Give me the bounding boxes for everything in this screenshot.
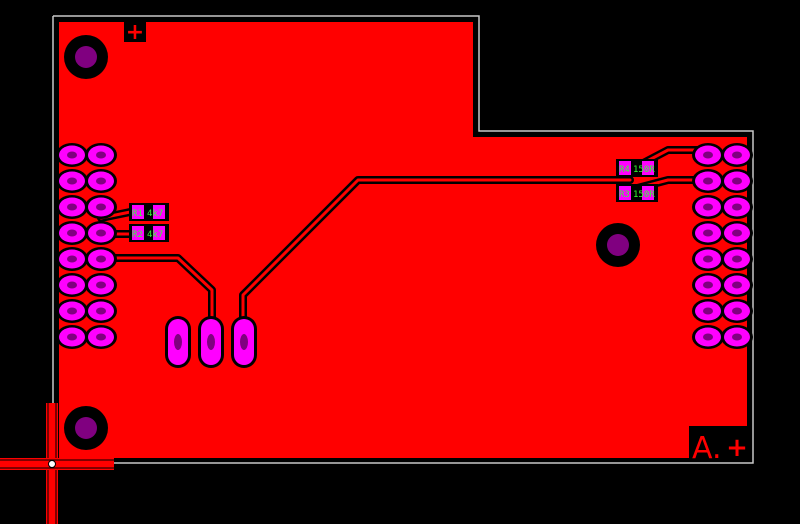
left-header-pad [56, 221, 88, 245]
top-left-plus-marker: + [124, 20, 146, 45]
left-header-pad [56, 143, 88, 167]
resistor-r4-designator: R4 [619, 165, 630, 175]
top-left-plus-text: + [126, 20, 144, 45]
resistor-r2[interactable]: R2 4k7 [129, 224, 169, 242]
right-header-pad [721, 195, 753, 219]
origin-crosshair [0, 403, 114, 524]
resistor-r4[interactable]: R4 150R [616, 159, 658, 177]
left-header-pad [85, 221, 117, 245]
right-header-pad [721, 273, 753, 297]
left-header-pad [85, 325, 117, 349]
right-header-pad [721, 221, 753, 245]
origin-point-icon [48, 460, 56, 468]
left-header-pad [85, 169, 117, 193]
left-header-pad [85, 247, 117, 271]
resistor-r2-value: 4k7 [147, 230, 163, 240]
mounting-holes [64, 35, 640, 450]
left-header-pad [85, 299, 117, 323]
resistor-r1[interactable]: R1 4k7 [129, 203, 169, 221]
right-header-pad [721, 143, 753, 167]
resistor-r3-value: 150R [633, 190, 655, 200]
resistor-r3-designator: R3 [619, 190, 630, 200]
left-header-pad [56, 195, 88, 219]
right-header-pad [692, 221, 724, 245]
right-header-pad [692, 143, 724, 167]
right-header-pad [692, 299, 724, 323]
left-header-pad [56, 273, 88, 297]
left-header-pad [85, 195, 117, 219]
right-header-pad [721, 299, 753, 323]
resistor-r4-value: 150R [633, 165, 655, 175]
resistor-r1-value: 4k7 [147, 209, 163, 219]
bottom-right-plus: + [726, 433, 748, 463]
resistor-r3[interactable]: R3 150R [616, 184, 658, 202]
left-header-pad [85, 273, 117, 297]
left-header [56, 143, 117, 349]
right-header-pad [692, 195, 724, 219]
left-header-pad [56, 299, 88, 323]
left-header-pad [56, 169, 88, 193]
right-header-pad [692, 247, 724, 271]
left-header-pad [56, 247, 88, 271]
right-header-pad [721, 247, 753, 271]
resistor-r2-designator: R2 [132, 230, 143, 240]
three-pin-component [165, 316, 257, 368]
right-header-pad [721, 325, 753, 349]
right-header-pad [692, 325, 724, 349]
left-header-pad [56, 325, 88, 349]
left-header-pad [85, 143, 117, 167]
resistor-r1-designator: R1 [132, 209, 143, 219]
bottom-right-marker: A. + [689, 426, 748, 466]
right-header [692, 143, 753, 349]
right-header-pad [692, 273, 724, 297]
right-header-pad [692, 169, 724, 193]
right-header-pad [721, 169, 753, 193]
bottom-right-label: A. [692, 431, 722, 466]
